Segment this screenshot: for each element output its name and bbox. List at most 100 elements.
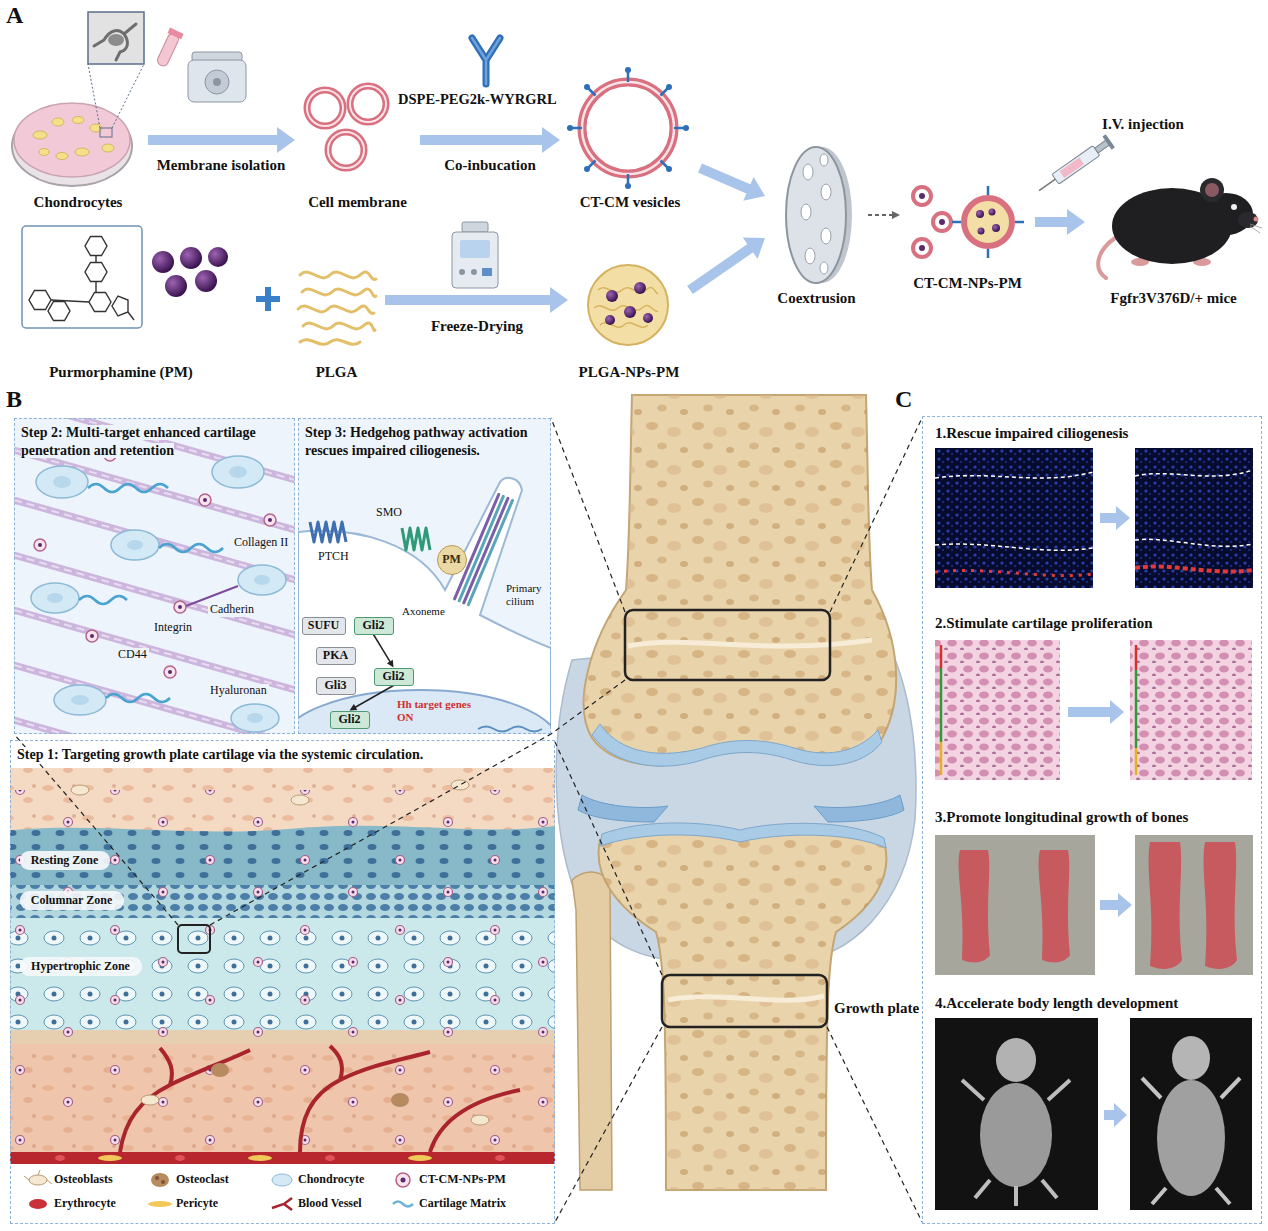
panel-a-art — [168, 28, 184, 40]
structure-label: Hyaluronan — [208, 684, 269, 698]
step2-art — [168, 670, 172, 674]
figure-caption-node: PLGA-NPs-PM — [568, 255, 690, 384]
connector-line — [690, 246, 753, 290]
step2-art — [86, 630, 98, 642]
step2-art — [47, 466, 270, 723]
node-text: 2.Stimulate cartilage proliferation — [935, 615, 1153, 632]
arrowhead — [1067, 209, 1085, 235]
panel-a-art — [482, 268, 492, 276]
panel-a-art — [1250, 224, 1262, 233]
step2-art — [14, 418, 295, 734]
panel-a-art — [820, 154, 828, 166]
figure-caption-node: Coextrusion — [765, 140, 868, 310]
arrowhead — [350, 704, 358, 711]
panel-a-art — [582, 82, 674, 174]
panel-c-art — [935, 640, 1060, 780]
panel-c-art — [1157, 1080, 1225, 1196]
legend-text: Osteoblasts — [54, 1172, 113, 1187]
edge-label: Co-inbucation — [442, 157, 538, 174]
node-text: Fgfr3V376D/+ mice — [1110, 290, 1236, 307]
step1-art — [71, 785, 89, 795]
panel-a-art — [14, 103, 130, 177]
panel-a-art — [605, 315, 615, 325]
panel-a-art — [913, 239, 931, 257]
panel-a-art — [152, 251, 174, 273]
step2-art — [231, 704, 279, 732]
panel-a-art — [1060, 158, 1084, 178]
panel-c-art — [1135, 670, 1138, 748]
node-text: Coextrusion — [777, 290, 855, 307]
legend-text: Blood Vessel — [298, 1196, 362, 1211]
receptor-label: SMO — [376, 506, 402, 520]
panel-a-art — [976, 209, 1000, 235]
legend-icons — [155, 1176, 159, 1180]
step2-art — [71, 695, 89, 705]
panel-c-art — [1130, 640, 1252, 780]
knee-art — [584, 395, 896, 765]
panel-a-art — [75, 148, 89, 156]
legend-icons — [161, 1180, 165, 1184]
panel-a-art — [462, 222, 488, 232]
panel-a-art — [188, 60, 246, 102]
panel-c-art — [940, 742, 943, 775]
panel-a-art — [472, 38, 500, 84]
arrowhead — [550, 287, 568, 313]
panel-a-art — [300, 340, 360, 345]
node-text: Gli2 — [338, 712, 360, 727]
panel-c-art — [940, 645, 943, 668]
structure-label: Cadherin — [208, 603, 256, 617]
node-text: PM — [442, 552, 461, 567]
node-text: SUFU — [308, 618, 339, 633]
connector — [148, 127, 295, 153]
connector-line — [868, 214, 894, 216]
step2-art — [47, 593, 63, 603]
step2-art — [14, 418, 295, 734]
panel-a-art — [52, 118, 64, 126]
node-text: CT-CM-NPs-PM — [913, 275, 1022, 292]
step2-art — [127, 540, 143, 550]
knee-art — [814, 795, 904, 822]
knee-art — [592, 724, 882, 766]
step-panel: Step 1: Targeting growth plate cartilage… — [10, 740, 555, 1224]
panel-a-art — [213, 78, 221, 86]
legend-text: Chondrocyte — [298, 1172, 364, 1187]
step2-art — [178, 605, 182, 609]
step3-art — [464, 498, 508, 602]
panel-a-art — [33, 131, 47, 139]
panel-a-art — [472, 38, 500, 84]
node-text: PLGA-NPs-PM — [579, 364, 680, 381]
panel-c-art — [1135, 448, 1253, 588]
panel-c-art — [1142, 1078, 1240, 1204]
gli-box: Gli2 — [330, 711, 370, 729]
panel-a-art — [1034, 134, 1114, 197]
panel-a-art — [805, 248, 815, 264]
panel-c-art — [1135, 645, 1138, 670]
connector — [690, 238, 765, 290]
knee-art — [625, 610, 830, 680]
panel-a-art — [978, 228, 985, 235]
panel-c-art — [935, 448, 1093, 588]
step3-art — [310, 522, 346, 542]
connector-line — [385, 295, 554, 305]
panel-a-art — [452, 232, 498, 288]
structure-label: CD44 — [116, 648, 149, 662]
step2-art — [254, 575, 270, 585]
step3-art — [478, 727, 542, 732]
panel-a-art — [29, 291, 51, 310]
panel-c-art — [1130, 640, 1252, 780]
panel-c-art — [1172, 1036, 1210, 1080]
step1-art — [211, 1063, 409, 1107]
panel-a-art — [964, 198, 1012, 246]
panel-a-art — [939, 219, 945, 225]
panel-a-art — [307, 86, 386, 168]
step2-art — [14, 418, 295, 734]
edge-label: Freeze-Drying — [429, 318, 525, 335]
figure-caption-node: Fgfr3V376D/+ mice — [1085, 150, 1262, 310]
panel-a-art — [952, 186, 1024, 258]
panel-a-art — [195, 270, 217, 292]
panel-letter: A — [6, 2, 23, 30]
panel-a-art — [567, 125, 573, 131]
panel-a-art — [989, 209, 996, 216]
figure-caption-node: CT-CM vesicles — [560, 62, 700, 214]
protein-box: SUFU — [302, 617, 346, 635]
